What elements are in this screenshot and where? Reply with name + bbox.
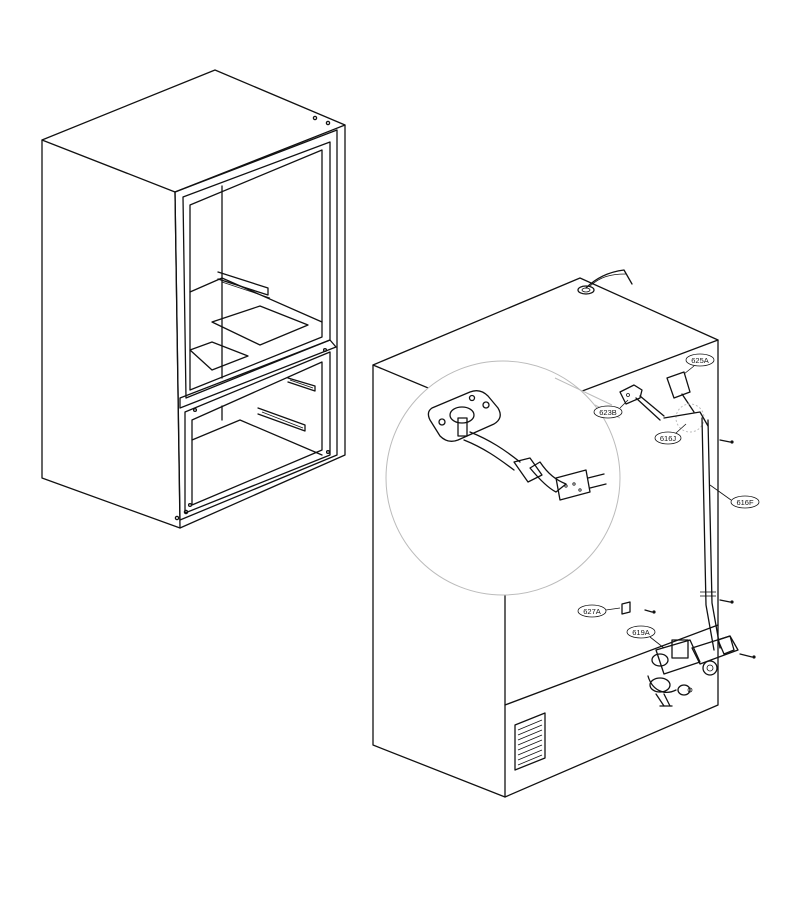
detail-zoom-circle	[385, 360, 621, 596]
callout-616F-label: 616F	[736, 498, 754, 507]
water-line-assembly	[619, 371, 756, 707]
vent-grille	[514, 712, 546, 771]
rear-cabinet	[372, 269, 719, 798]
water-valve	[647, 635, 739, 707]
callout-627A-label: 627A	[583, 607, 601, 616]
water-tube	[463, 431, 607, 501]
callout-616F: 616F	[709, 484, 760, 509]
callout-623B-label: 623B	[599, 408, 617, 417]
callout-627A: 627A	[577, 604, 621, 618]
fill-tube-bracket	[427, 390, 501, 442]
callout-619A: 619A	[626, 625, 665, 649]
callout-625A-label: 625A	[691, 356, 709, 365]
callout-616J-label: 616J	[660, 434, 677, 443]
front-cabinet	[41, 69, 346, 529]
callout-623B: 623B	[593, 399, 629, 419]
callout-619A-label: 619A	[632, 628, 650, 637]
callout-625A: 625A	[683, 353, 715, 375]
callout-616J: 616J	[654, 423, 687, 445]
